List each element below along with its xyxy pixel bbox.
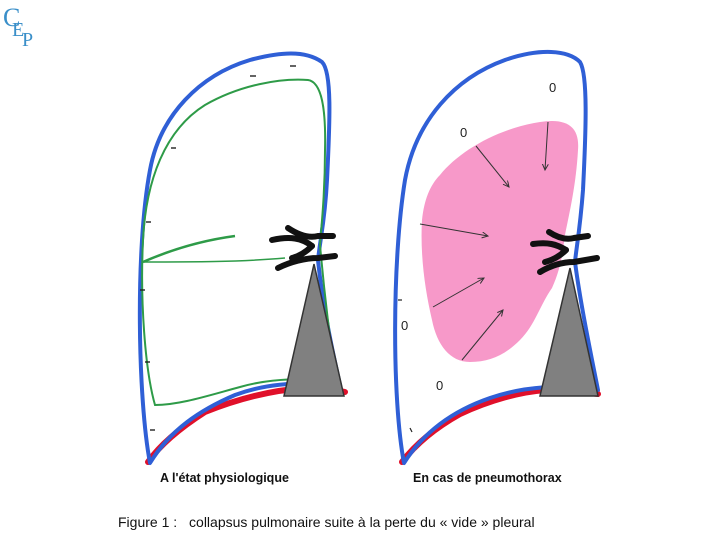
left-diaphragm — [145, 384, 348, 465]
collapsed-lung — [421, 120, 579, 363]
left-lung-fissure — [142, 234, 236, 264]
figure-label: Figure 1 : — [118, 514, 178, 530]
figure-caption: Figure 1 : collapsus pulmonaire suite à … — [118, 514, 535, 530]
pressure-label-upper: 0 — [460, 125, 467, 140]
left-mediastinum — [283, 263, 345, 397]
right-mediastinum — [539, 267, 599, 397]
right-pleura-outline — [393, 50, 600, 465]
svg-text:P: P — [22, 29, 33, 48]
svg-text:C: C — [3, 3, 20, 32]
right-bronchus — [530, 229, 600, 275]
figure-caption-text: collapsus pulmonaire suite à la perte du… — [189, 514, 535, 530]
recoil-arrows — [419, 121, 549, 361]
svg-text:E: E — [12, 19, 24, 41]
right-diaphragm — [399, 386, 601, 465]
pressure-label-bottom: 0 — [436, 378, 443, 393]
left-panel — [137, 51, 348, 465]
left-lung-outline — [141, 78, 338, 407]
left-pressure-marks — [140, 65, 296, 431]
left-pleura-outline — [137, 51, 342, 465]
pressure-label-top: 0 — [549, 80, 556, 95]
right-panel-caption: En cas de pneumothorax — [413, 471, 562, 485]
left-bronchus — [269, 225, 338, 271]
left-panel-caption: A l'état physiologique — [160, 471, 289, 485]
right-panel: 0 0 0 0 — [393, 50, 601, 465]
cep-logo: C E P — [3, 3, 33, 48]
pressure-label-middle: 0 — [401, 318, 408, 333]
